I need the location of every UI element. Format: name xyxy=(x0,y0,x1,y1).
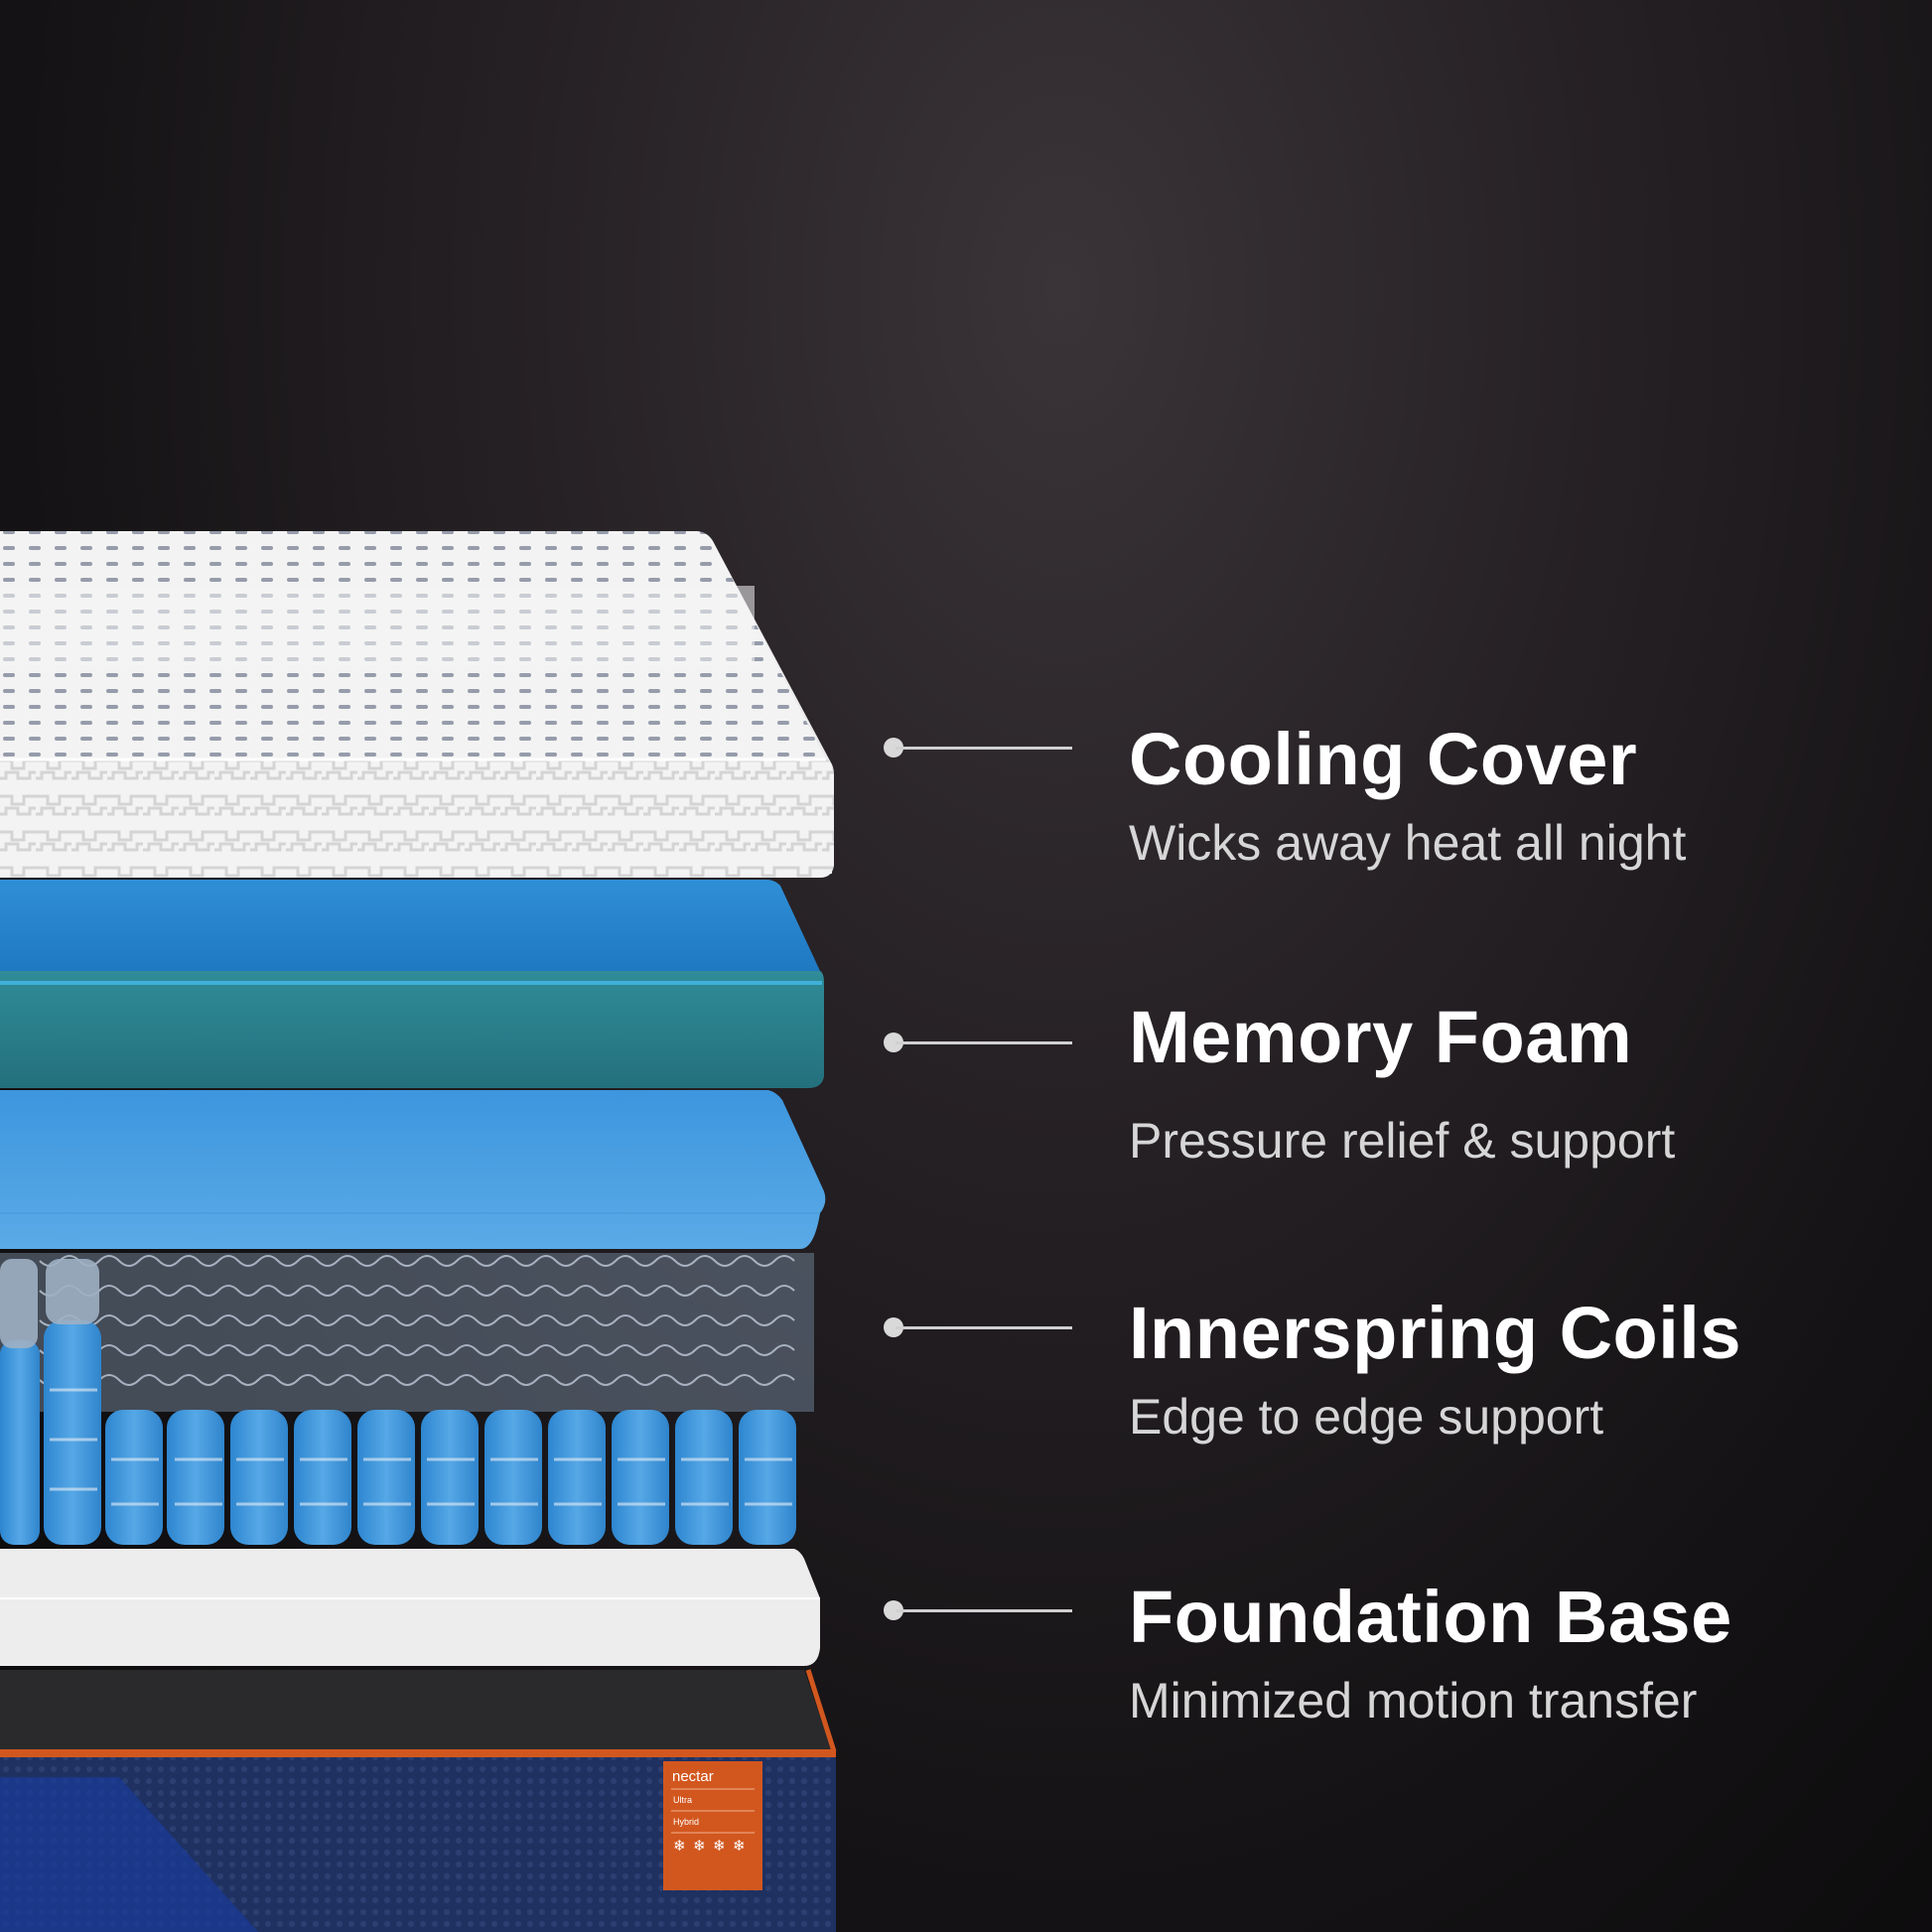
connector-line xyxy=(896,747,1072,750)
brand-name: nectar xyxy=(672,1768,714,1785)
svg-text:❄: ❄ xyxy=(673,1838,686,1855)
svg-text:❄: ❄ xyxy=(693,1838,706,1855)
feature-cooling-cover: Cooling Cover Wicks away heat all night xyxy=(884,717,1876,915)
connector-dot xyxy=(884,738,903,758)
feature-description: Edge to edge support xyxy=(1129,1389,1604,1445)
connector-line xyxy=(896,1609,1072,1612)
connector-line xyxy=(896,1041,1072,1044)
feature-innerspring-coils: Innerspring Coils Edge to edge support xyxy=(884,1291,1876,1489)
connector-line xyxy=(896,1326,1072,1329)
feature-title: Innerspring Coils xyxy=(1129,1292,1742,1374)
connector-dot xyxy=(884,1600,903,1620)
base-foam-layer xyxy=(0,1549,820,1666)
connector-dot xyxy=(884,1033,903,1052)
feature-description: Minimized motion transfer xyxy=(1129,1673,1698,1728)
feature-description: Pressure relief & support xyxy=(1129,1113,1676,1169)
feature-description: Wicks away heat all night xyxy=(1129,815,1687,871)
mattress-cross-section: nectar Ultra Hybrid ❄ ❄ ❄ ❄ xyxy=(0,531,837,1932)
innerspring-coils-layer xyxy=(0,1253,814,1545)
feature-memory-foam: Memory Foam Pressure relief & support xyxy=(884,995,1876,1193)
brand-tag: nectar Ultra Hybrid ❄ ❄ ❄ ❄ xyxy=(663,1761,762,1890)
connector-dot xyxy=(884,1317,903,1337)
feature-title: Foundation Base xyxy=(1129,1576,1732,1658)
support-foam-layer xyxy=(0,1090,826,1249)
feature-title: Cooling Cover xyxy=(1129,718,1638,800)
snowflake-icon: ❄ ❄ ❄ ❄ xyxy=(673,1838,746,1855)
memory-foam-layer xyxy=(0,880,824,1088)
foundation-base-layer xyxy=(0,1669,837,1932)
svg-text:❄: ❄ xyxy=(713,1838,726,1855)
cooling-cover-layer xyxy=(0,531,834,878)
feature-title: Memory Foam xyxy=(1129,996,1633,1078)
brand-line2: Hybrid xyxy=(673,1817,699,1827)
svg-text:❄: ❄ xyxy=(733,1838,746,1855)
brand-line1: Ultra xyxy=(673,1795,692,1805)
feature-foundation-base: Foundation Base Minimized motion transfe… xyxy=(884,1575,1876,1773)
